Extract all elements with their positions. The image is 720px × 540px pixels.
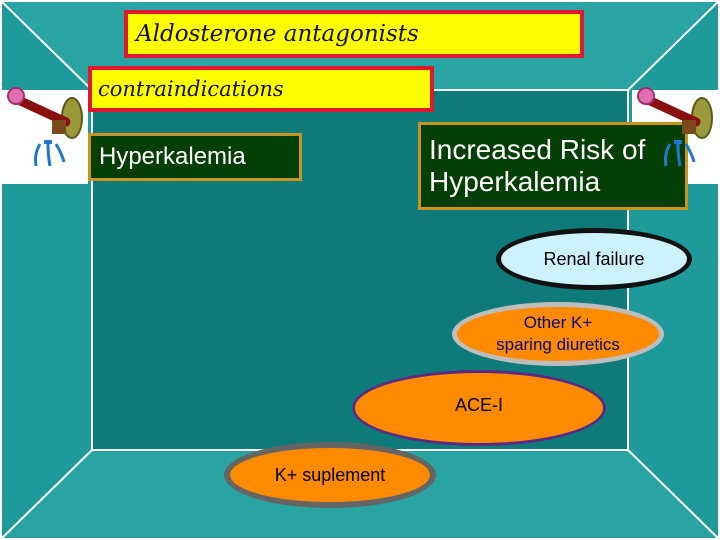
risk-label-line2: Hyperkalemia [429, 166, 601, 197]
kidney-faucet-icon [7, 87, 83, 167]
k-sparing-label-line1: Other K+ [523, 313, 593, 332]
subtitle-banner: contraindications [88, 66, 434, 112]
hyperkalemia-label: Hyperkalemia [99, 143, 246, 170]
k-sparing-diuretics-ellipse: Other K+ sparing diuretics [452, 302, 664, 366]
k-supplement-ellipse: K+ suplement [224, 442, 436, 508]
title-banner: Aldosterone antagonists [124, 10, 584, 58]
title-text: Aldosterone antagonists [136, 21, 419, 47]
ace-i-label: ACE-I [454, 394, 503, 415]
risk-label-line1: Increased Risk of [429, 134, 646, 165]
increased-risk-box: Increased Risk of Hyperkalemia [418, 122, 688, 210]
kidney-faucet-icon [637, 87, 713, 167]
k-sparing-label-line2: sparing diuretics [496, 335, 620, 354]
subtitle-text: contraindications [98, 77, 284, 101]
ace-i-ellipse: ACE-I [352, 370, 606, 446]
renal-failure-label: Renal failure [543, 248, 645, 269]
k-supplement-label: K+ suplement [274, 464, 386, 485]
renal-failure-ellipse: Renal failure [496, 228, 692, 290]
hyperkalemia-box: Hyperkalemia [88, 133, 302, 181]
